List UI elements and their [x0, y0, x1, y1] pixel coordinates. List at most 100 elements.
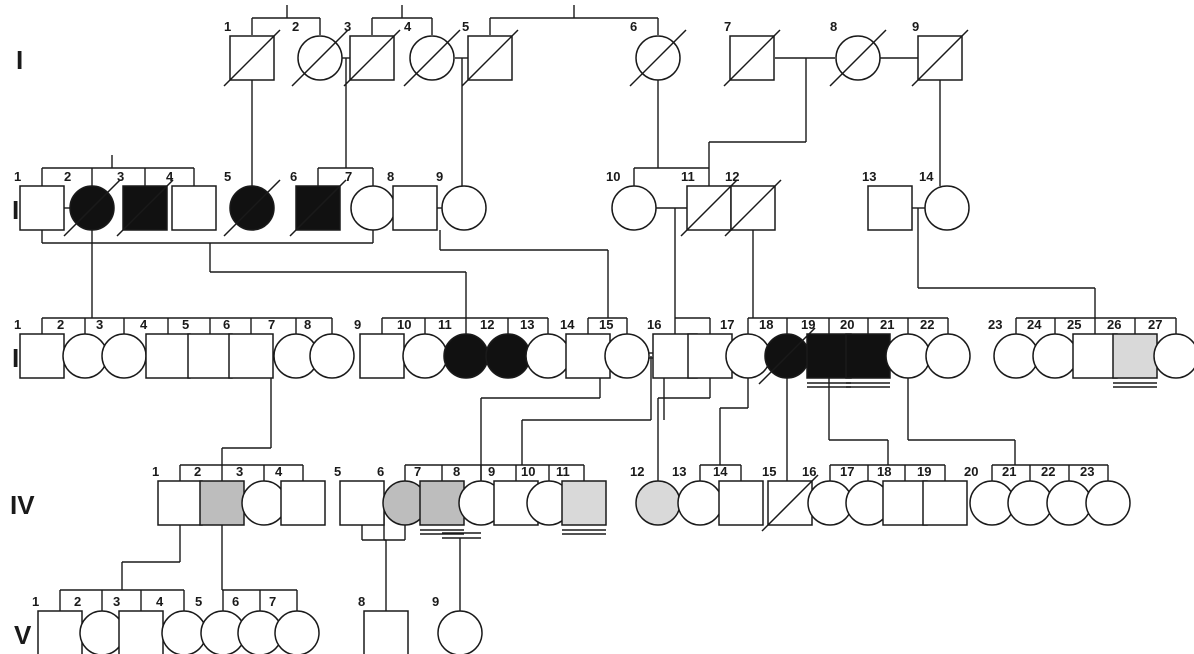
- individual-iv-10: 10: [521, 464, 572, 526]
- individual-iii-4: 4: [140, 317, 191, 379]
- individual-number: 8: [304, 317, 311, 332]
- male-symbol: [392, 185, 438, 231]
- deceased-slash: [829, 29, 887, 87]
- individual-iii-19: 19: [801, 317, 852, 388]
- deceased-slash: [629, 29, 687, 87]
- male-symbol: [1072, 333, 1118, 379]
- generation-label-i: I: [16, 45, 23, 75]
- individual-number: 4: [140, 317, 148, 332]
- female-symbol: [1007, 480, 1053, 526]
- individual-number: 13: [862, 169, 876, 184]
- individual-iii-22: 22: [920, 317, 971, 379]
- individual-number: 23: [1080, 464, 1094, 479]
- individual-i-4: 4: [403, 19, 461, 87]
- individual-number: 9: [488, 464, 495, 479]
- individual-number: 3: [96, 317, 103, 332]
- individual-number: 9: [436, 169, 443, 184]
- individual-iv-2: 2: [194, 464, 245, 526]
- individual-number: 12: [725, 169, 739, 184]
- male-symbol: [339, 480, 385, 526]
- individual-number: 25: [1067, 317, 1081, 332]
- male-symbol: [145, 333, 191, 379]
- individual-number: 4: [404, 19, 412, 34]
- male-symbol: [118, 610, 164, 654]
- male-symbol: [806, 333, 852, 379]
- deceased-slash: [761, 474, 819, 532]
- individual-number: 3: [236, 464, 243, 479]
- male-symbol: [845, 333, 891, 379]
- female-symbol: [1153, 333, 1194, 379]
- female-symbol: [604, 333, 650, 379]
- male-symbol: [171, 185, 217, 231]
- individual-ii-6: 6: [289, 169, 347, 237]
- individual-ii-1: 1: [14, 169, 65, 231]
- individual-v-9: 9: [432, 594, 483, 654]
- individual-iii-24: 24: [1027, 317, 1078, 379]
- individual-number: 11: [681, 169, 695, 184]
- individual-iii-14: 14: [560, 317, 611, 379]
- male-symbol: [187, 333, 233, 379]
- individual-number: 2: [74, 594, 81, 609]
- individual-number: 6: [223, 317, 230, 332]
- individual-number: 23: [988, 317, 1002, 332]
- individual-ii-2: 2: [63, 169, 121, 237]
- individual-number: 21: [880, 317, 894, 332]
- individual-number: 8: [830, 19, 837, 34]
- individual-i-6: 6: [629, 19, 687, 87]
- individual-number: 6: [290, 169, 297, 184]
- individual-iii-27: 27: [1148, 317, 1194, 379]
- individual-ii-13: 13: [862, 169, 913, 231]
- individual-number: 2: [194, 464, 201, 479]
- female-symbol: [925, 333, 971, 379]
- female-symbol: [1046, 480, 1092, 526]
- female-symbol: [885, 333, 931, 379]
- male-symbol: [867, 185, 913, 231]
- male-symbol: [359, 333, 405, 379]
- individual-iii-25: 25: [1067, 317, 1118, 379]
- individual-number: 16: [802, 464, 816, 479]
- deceased-slash: [758, 327, 816, 385]
- female-symbol: [161, 610, 207, 654]
- individual-number: 6: [377, 464, 384, 479]
- female-symbol: [443, 333, 489, 379]
- male-symbol: [565, 333, 611, 379]
- female-symbol: [402, 333, 448, 379]
- individual-number: 15: [762, 464, 776, 479]
- female-symbol: [993, 333, 1039, 379]
- female-symbol: [241, 480, 287, 526]
- individual-ii-9: 9: [436, 169, 487, 231]
- male-symbol: [19, 333, 65, 379]
- male-symbol: [37, 610, 83, 654]
- female-symbol: [79, 610, 125, 654]
- individual-iv-4: 4: [275, 464, 326, 526]
- individual-number: 2: [64, 169, 71, 184]
- female-symbol: [1085, 480, 1131, 526]
- individual-iv-23: 23: [1080, 464, 1131, 526]
- individual-number: 2: [292, 19, 299, 34]
- male-symbol: [1112, 333, 1158, 379]
- individual-number: 8: [387, 169, 394, 184]
- male-symbol: [363, 610, 409, 654]
- individual-iii-5: 5: [182, 317, 233, 379]
- individual-i-9: 9: [911, 19, 969, 87]
- individual-number: 4: [275, 464, 283, 479]
- individual-number: 18: [759, 317, 773, 332]
- individual-number: 1: [14, 169, 21, 184]
- deceased-slash: [116, 179, 174, 237]
- individual-iii-9: 9: [354, 317, 405, 379]
- individual-number: 5: [334, 464, 341, 479]
- individual-iii-7: 7: [268, 317, 319, 379]
- individual-number: 16: [647, 317, 661, 332]
- individual-i-2: 2: [291, 19, 349, 87]
- individual-i-7: 7: [723, 19, 781, 87]
- individual-number: 3: [117, 169, 124, 184]
- female-symbol: [309, 333, 355, 379]
- individual-i-3: 3: [343, 19, 401, 87]
- individual-number: 3: [113, 594, 120, 609]
- individual-v-8: 8: [358, 594, 409, 654]
- individual-number: 7: [345, 169, 352, 184]
- female-symbol: [485, 333, 531, 379]
- individual-number: 7: [269, 594, 276, 609]
- individual-number: 17: [720, 317, 734, 332]
